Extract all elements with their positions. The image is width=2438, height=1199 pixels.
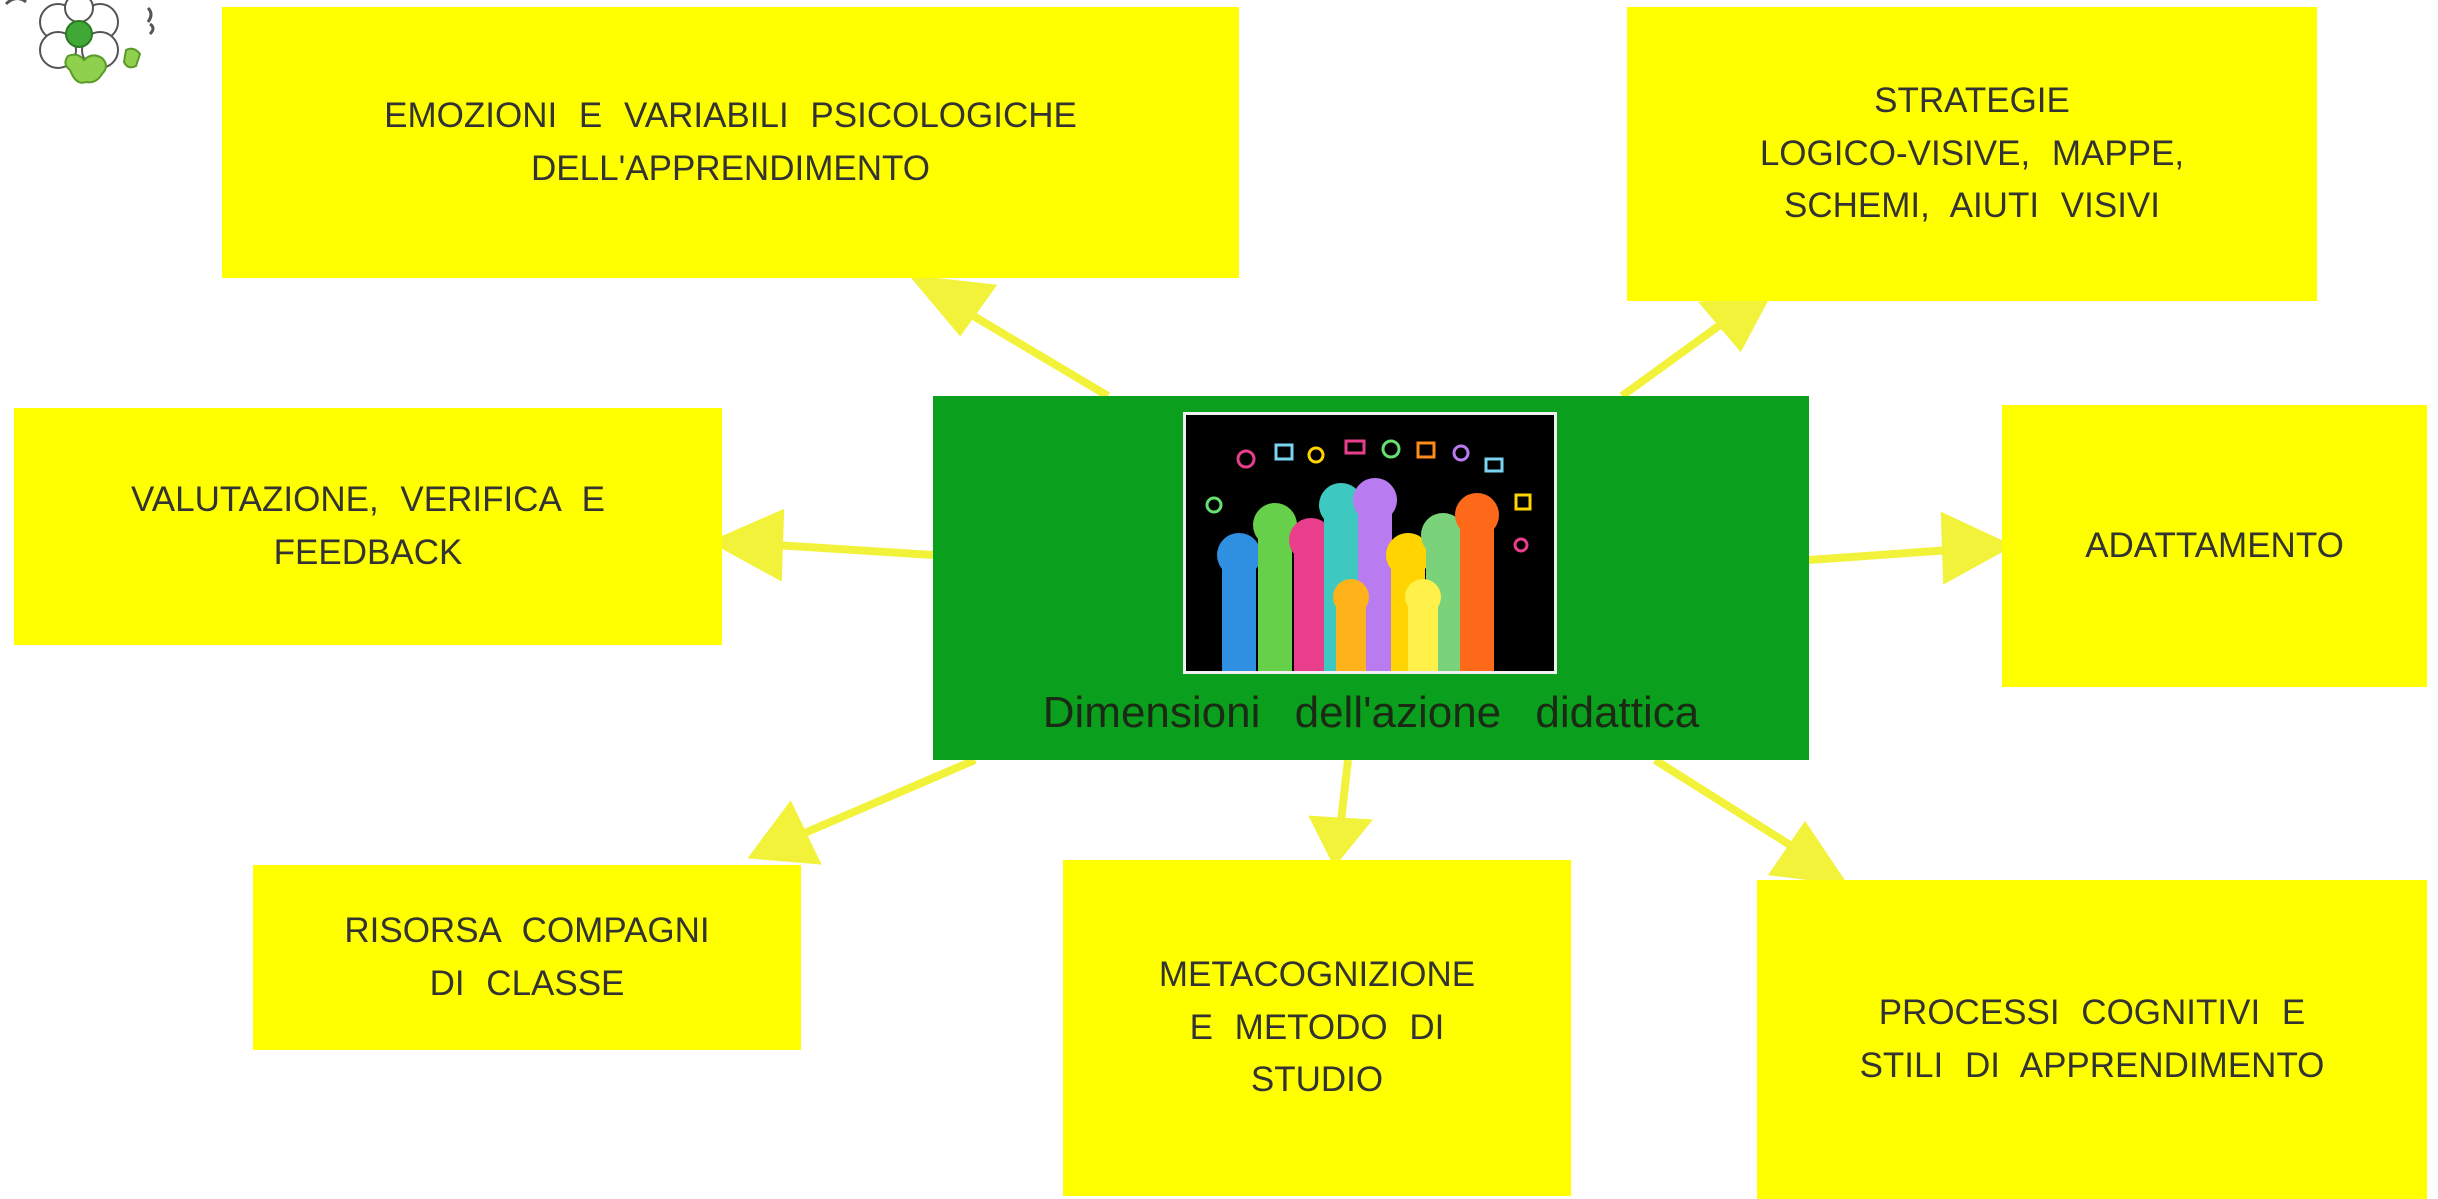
box-adattamento: ADATTAMENTO (2002, 405, 2427, 687)
flower-logo-icon (4, 0, 155, 84)
arrow-head-metacognizione (1308, 815, 1374, 868)
arrow-head-processi (1767, 820, 1849, 886)
arrow-adattamento (1808, 546, 1951, 564)
box-metacognizione: METACOGNIZIONE E METODO DI STUDIO (1063, 860, 1571, 1196)
arrow-valutazione (774, 541, 934, 559)
arrow-head-risorsa (747, 800, 822, 865)
box-processi-text: PROCESSI COGNITIVI E STILI DI APPRENDIME… (1859, 993, 2325, 1085)
arrow-head-strategie (1698, 293, 1773, 353)
box-risorsa-text: RISORSA COMPAGNI DI CLASSE (344, 911, 710, 1003)
arrow-head-emozioni (908, 274, 998, 337)
box-valutazione: VALUTAZIONE, VERIFICA E FEEDBACK (14, 408, 722, 645)
box-valutazione-text: VALUTAZIONE, VERIFICA E FEEDBACK (131, 480, 605, 572)
box-emozioni-text: EMOZIONI E VARIABILI PSICOLOGICHE DELL'A… (384, 96, 1077, 188)
arrow-processi (1652, 756, 1793, 849)
arrow-strategie (1619, 321, 1723, 400)
arrow-risorsa (798, 756, 977, 839)
box-strategie-text: STRATEGIE LOGICO-VISIVE, MAPPE, SCHEMI, … (1759, 81, 2185, 226)
box-emozioni: EMOZIONI E VARIABILI PSICOLOGICHE DELL'A… (222, 7, 1239, 278)
raised-hands-image (1183, 412, 1557, 674)
arrow-head-adattamento (1940, 511, 2014, 585)
box-processi: PROCESSI COGNITIVI E STILI DI APPRENDIME… (1757, 880, 2427, 1199)
box-risorsa: RISORSA COMPAGNI DI CLASSE (253, 865, 801, 1050)
box-strategie: STRATEGIE LOGICO-VISIVE, MAPPE, SCHEMI, … (1627, 7, 2317, 301)
box-metacognizione-text: METACOGNIZIONE E METODO DI STUDIO (1158, 955, 1476, 1100)
box-adattamento-text: ADATTAMENTO (2085, 525, 2344, 565)
arrow-head-valutazione (708, 508, 785, 582)
center-title: Dimensioni dell'azione didattica (1042, 688, 1700, 737)
arrow-emozioni (952, 301, 1111, 400)
